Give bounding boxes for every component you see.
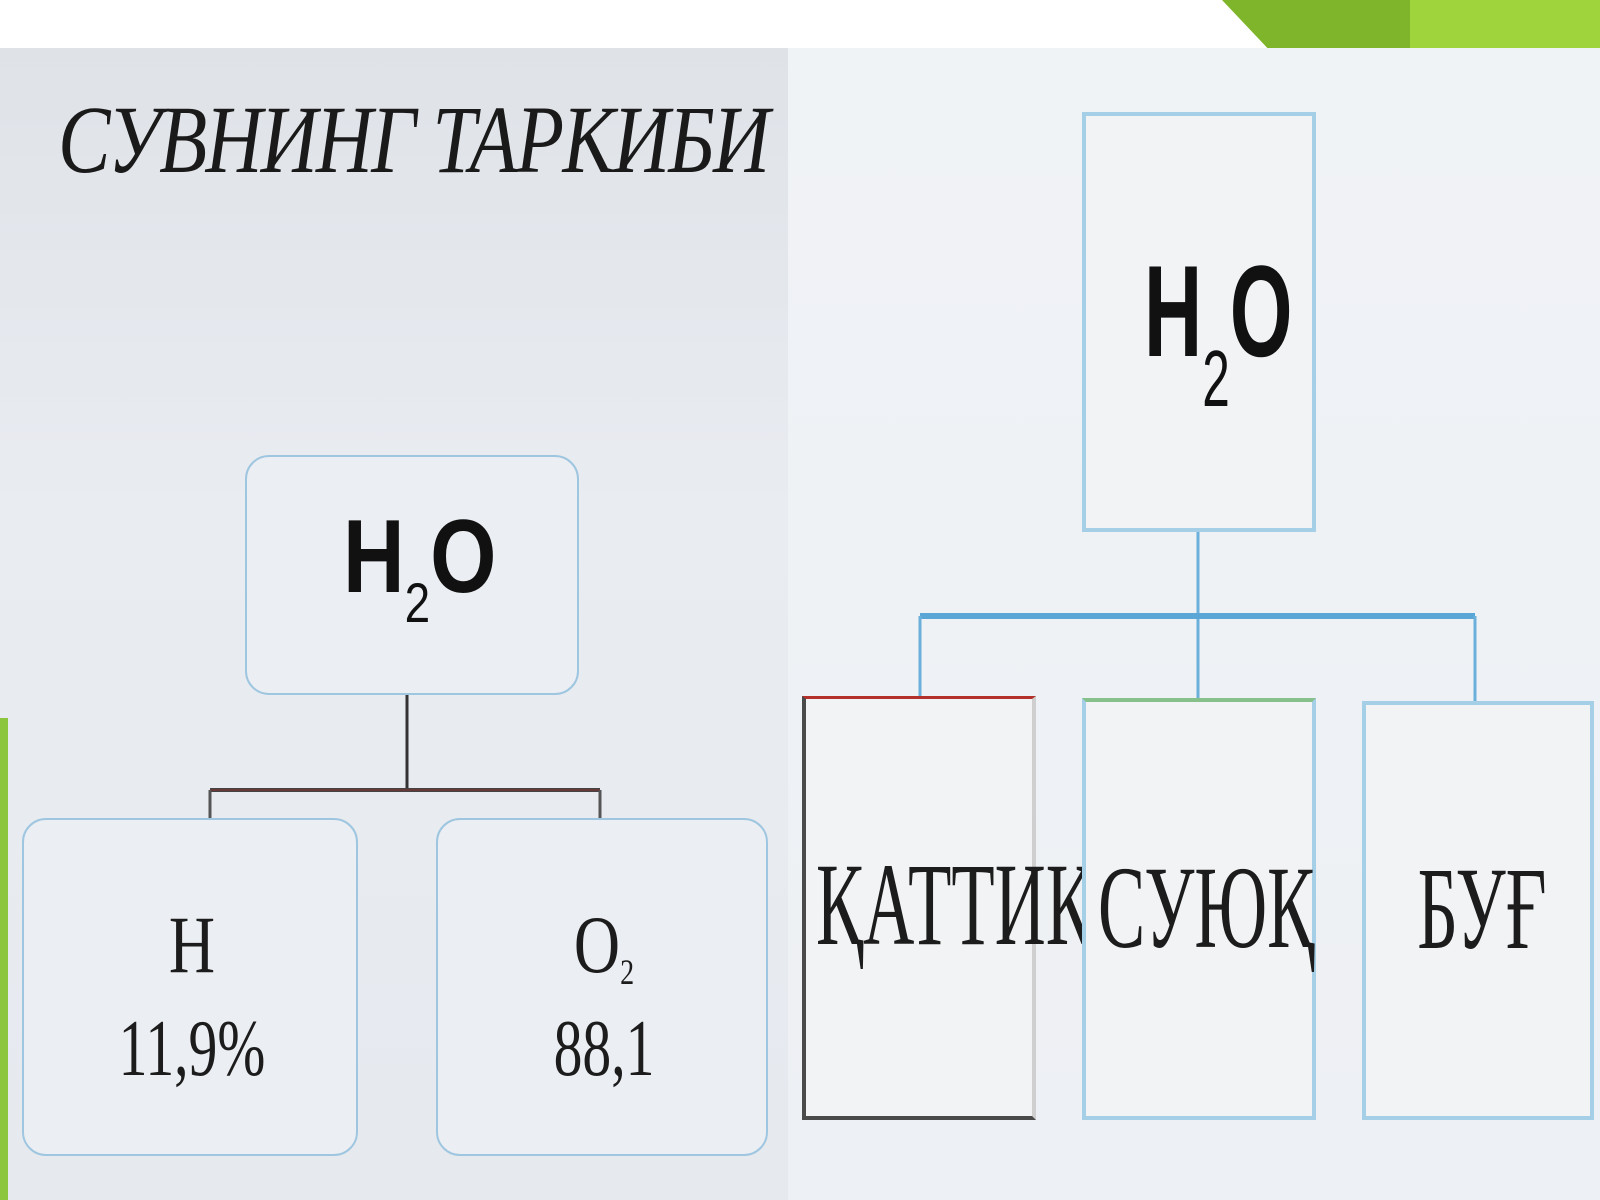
states-root-box: H2O — [1082, 112, 1316, 532]
page-title: СУВНИНГ ТАРКИБИ — [58, 86, 770, 193]
green-side-accent — [0, 718, 8, 1200]
hydrogen-box: H 11,9% — [22, 818, 358, 1156]
hydrogen-percentage: 11,9% — [118, 1005, 266, 1093]
vapor-state-box: БУҒ — [1362, 701, 1594, 1120]
solid-state-label: ҚАТТИҚ — [816, 839, 1093, 970]
oxygen-box: O2 88,1 — [436, 818, 768, 1156]
root-formula: H2O — [343, 505, 496, 631]
oxygen-symbol: O2 — [573, 899, 635, 992]
states-root-formula: H2O — [1144, 238, 1293, 423]
hydrogen-symbol: H — [168, 899, 216, 990]
solid-state-box: ҚАТТИҚ — [802, 696, 1093, 1120]
liquid-state-box: СУЮҚ — [1082, 698, 1316, 1120]
formula-element: H — [343, 499, 405, 615]
formula-tail: O — [430, 499, 497, 615]
root-formula-box: H2O — [245, 455, 579, 695]
formula-subscript: 2 — [404, 571, 431, 634]
green-accent-shape-light — [1410, 0, 1600, 48]
vapor-state-label: БУҒ — [1417, 843, 1547, 974]
liquid-state-label: СУЮҚ — [1098, 842, 1315, 973]
oxygen-percentage: 88,1 — [553, 1005, 655, 1093]
